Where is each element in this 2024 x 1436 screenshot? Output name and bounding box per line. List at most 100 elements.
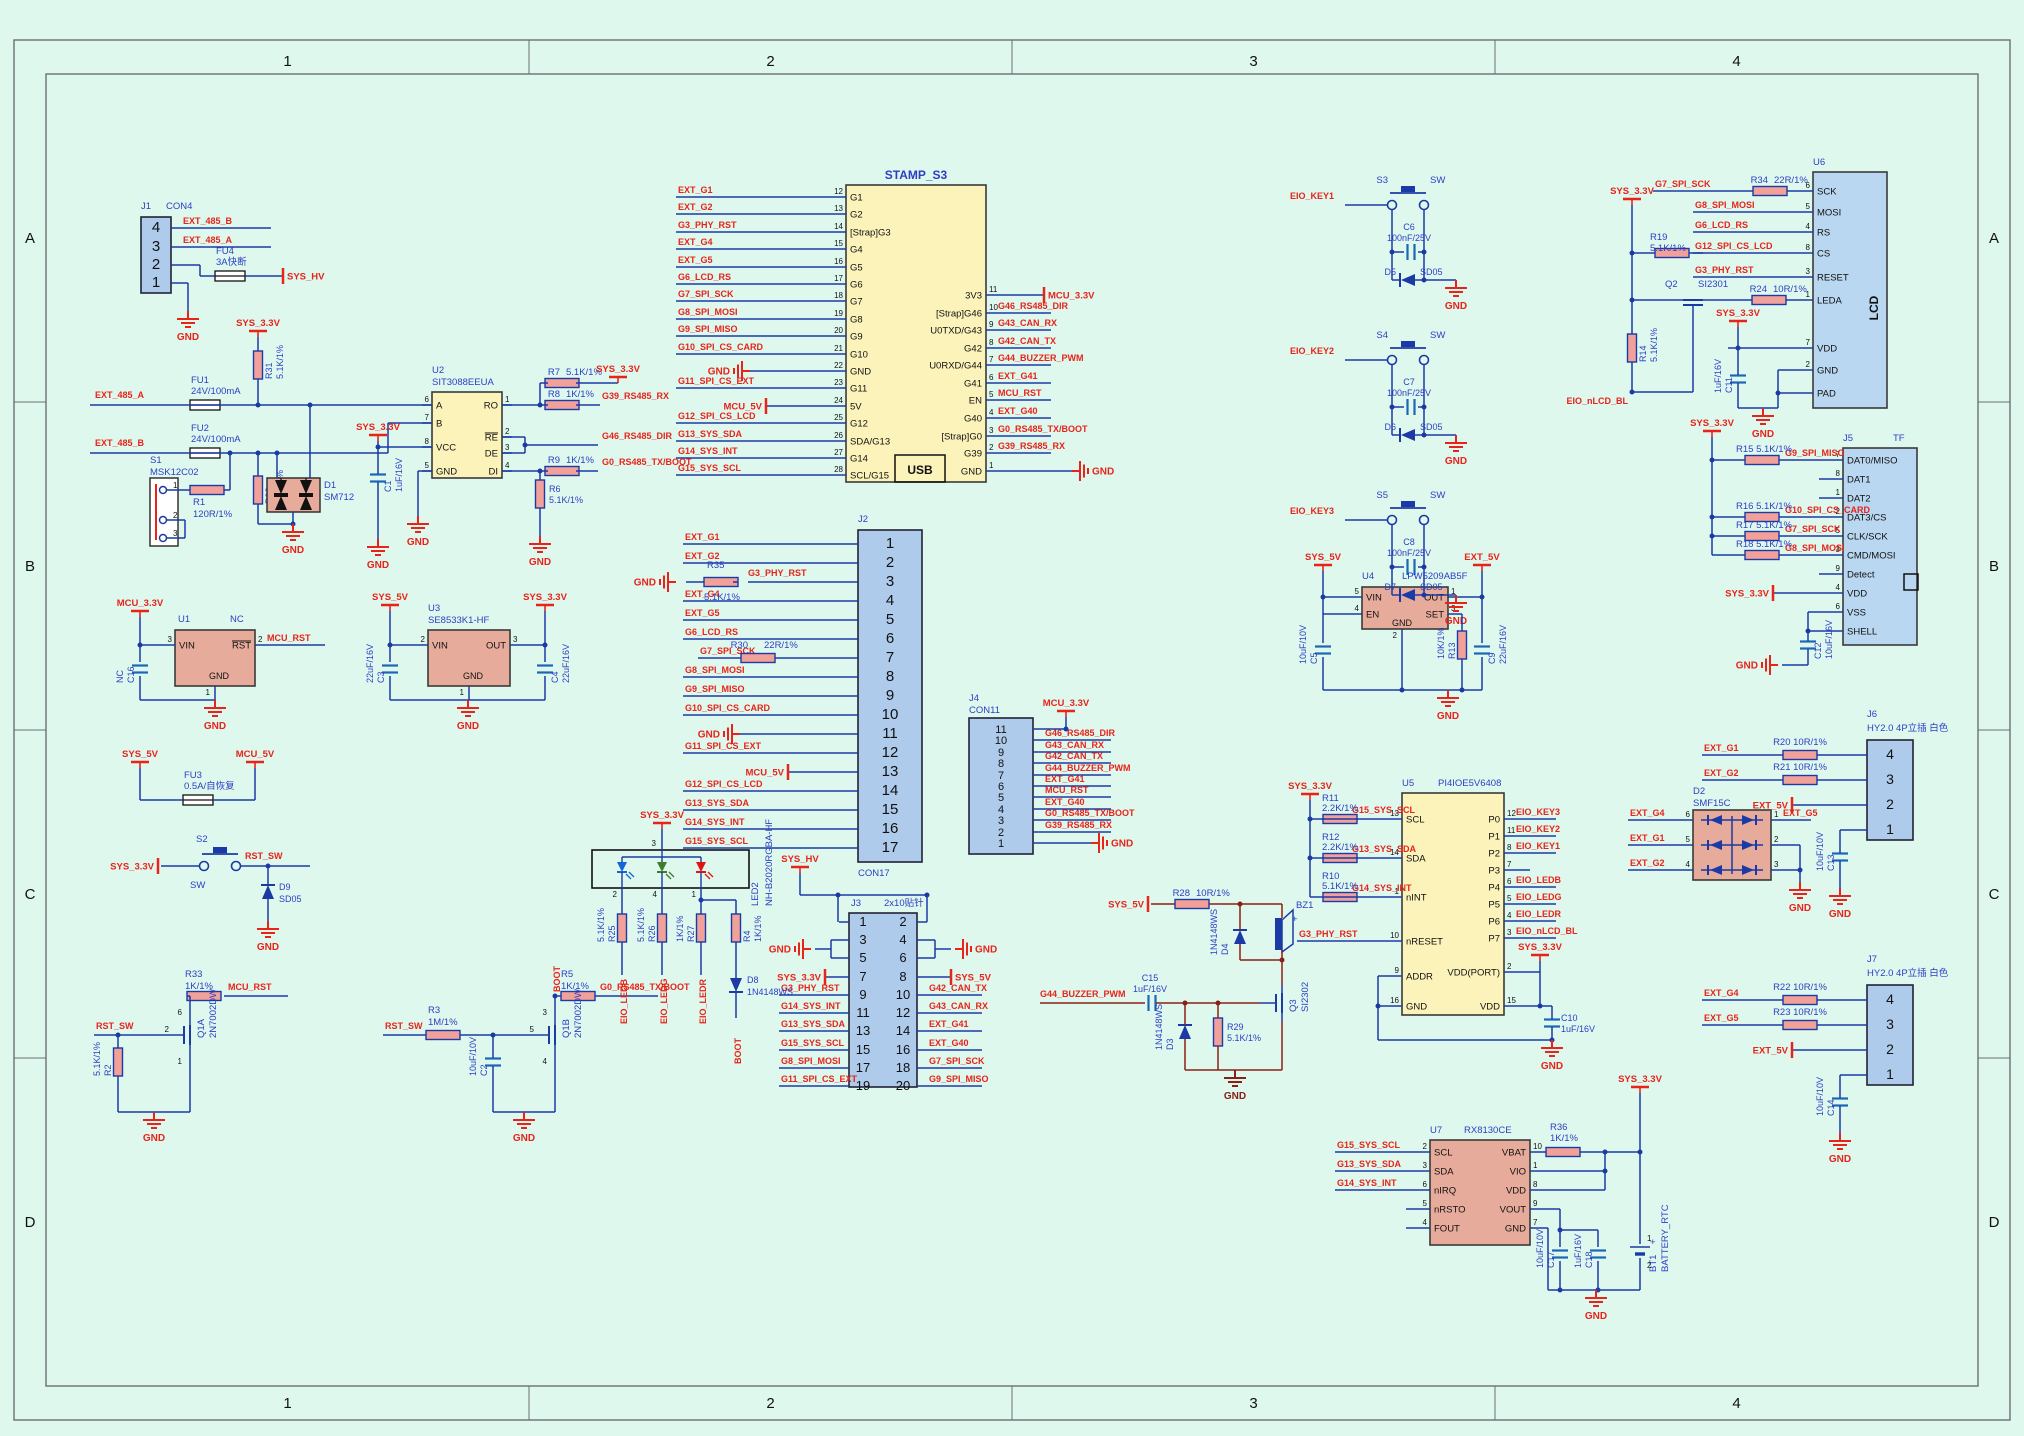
net-label: EIO_nLCD_BL (1566, 396, 1628, 406)
resistor (1782, 1019, 1818, 1031)
resistor (1782, 994, 1818, 1006)
u7-body (1429, 1139, 1531, 1246)
ref-label: R31 (264, 362, 274, 379)
value-label: SD05 (279, 894, 302, 904)
pin-number: 3 (652, 839, 657, 848)
switch (1418, 354, 1430, 366)
net-label: EXT_G1 (1630, 833, 1665, 843)
resistor (252, 475, 264, 505)
net-label: G3_PHY_RST (1695, 265, 1754, 275)
junction-dot (924, 892, 930, 898)
pin-number: 1 (1395, 887, 1400, 896)
ref-label: D3 (1165, 1038, 1175, 1050)
net-label: EXT_G4 (1704, 988, 1739, 998)
sheet-col-number: 4 (1732, 1395, 1740, 1412)
ref-label: R12 (1322, 832, 1339, 843)
value-label: 22uF/16V (365, 644, 375, 683)
junction-dot (1421, 432, 1427, 438)
ref-label: J1 (141, 201, 151, 212)
net-label: EIO_KEY3 (1290, 506, 1334, 516)
pin-name: USB (907, 463, 933, 477)
resistor (1174, 898, 1210, 910)
conn-pin-number: 1 (859, 914, 866, 929)
value-label: 5.1K/1% (566, 367, 602, 378)
pin-number: 5 (1507, 894, 1512, 903)
pin-name: [Strap]G46 (936, 309, 982, 320)
pin-name: 5V (850, 402, 862, 413)
power-label: SYS_5V (372, 592, 409, 603)
ref-label: R16 5.1K/1% (1736, 501, 1793, 512)
pin-name: EN (969, 396, 982, 407)
resistor (1212, 1017, 1224, 1047)
ref-label: Q3 (1288, 999, 1299, 1012)
pin-name: DAT3/CS (1847, 513, 1886, 524)
diode (1401, 589, 1415, 601)
pin-number: 7 (1836, 450, 1841, 459)
pin-name: VDD(PORT) (1447, 968, 1500, 979)
pin-number: 3 (1423, 1161, 1428, 1170)
diode (1401, 274, 1415, 286)
value-label: 1uF/16V (1573, 1234, 1583, 1268)
led2-body (591, 849, 750, 889)
u6-lcd-body (1812, 171, 1888, 409)
junction-dot (1399, 687, 1405, 693)
led-arrow (628, 871, 635, 878)
pin-number: 21 (834, 344, 843, 353)
pin-number: 2 (1774, 835, 1779, 844)
net-label: G3_PHY_RST (781, 983, 840, 993)
power-label: SYS_3.3V (777, 973, 821, 984)
gnd-label: GND (1111, 839, 1133, 850)
ref-label: C15 (1142, 973, 1159, 983)
value-label: 5.1K/1% (275, 345, 285, 379)
pin-number: 12 (834, 187, 843, 196)
ref-label: CON17 (858, 868, 890, 879)
pin-name: LEDA (1817, 296, 1842, 307)
conn-pin-number: 12 (896, 1005, 910, 1020)
pin-number: 3 (505, 443, 510, 452)
ref-label: J6 (1867, 709, 1877, 720)
ref-label: 1K/1% (185, 981, 214, 992)
value-label: SD05 (1420, 582, 1443, 592)
ref-label: R27 (686, 925, 696, 942)
pin-name: RESET (1817, 273, 1849, 284)
ref-label: 2N7002DW (573, 989, 584, 1038)
sheet-col-number: 1 (283, 1395, 291, 1412)
pin-name: B (436, 419, 442, 430)
pin-name: DE (485, 449, 498, 460)
ref-label: R29 (1227, 1022, 1244, 1032)
pin-name: VIN (179, 641, 195, 652)
switch-cap (1401, 501, 1415, 507)
ref-label: C5 (1309, 652, 1319, 664)
conn-pin-number: 9 (998, 747, 1004, 759)
gnd-label: GND (1736, 661, 1758, 672)
pin-name: [Strap]G3 (850, 228, 891, 239)
net-label: EIO_LEDG (659, 978, 669, 1024)
switch (1386, 199, 1398, 211)
ref-label: R20 10R/1% (1773, 737, 1827, 748)
ref-label: 1M/1% (428, 1017, 458, 1028)
gnd-label: GND (1829, 1154, 1851, 1165)
net-label: EXT_G41 (1045, 774, 1085, 784)
net-label: G14_SYS_INT (1337, 1178, 1397, 1188)
value-label: 1K/1% (566, 389, 595, 400)
net-label: EXT_485_A (95, 390, 145, 400)
led (617, 862, 627, 872)
ref-label: C9 (1487, 652, 1497, 664)
junction-dot (1629, 389, 1635, 395)
power-label: SYS_3.3V (356, 422, 400, 433)
pin-number: 1 (178, 1057, 183, 1066)
ref-label: BATTERY_RTC (1660, 1204, 1671, 1272)
diode (275, 496, 287, 510)
diode (300, 496, 312, 510)
pin-number: 10 (1533, 1142, 1542, 1151)
ref-label: HY2.0 4P立插 白色 (1867, 722, 1949, 734)
j5-tf-body (1842, 447, 1918, 646)
ref-label: 2.2K/1% (1322, 842, 1358, 853)
ref-label: C1 (383, 480, 393, 492)
pin-number: 9 (989, 320, 994, 329)
net-label: EIO_KEY1 (1516, 841, 1560, 851)
value-label: 10uF/10V (468, 1037, 478, 1076)
ref-label: NC (230, 614, 244, 625)
junction-dot (698, 897, 704, 903)
value-label: 1uF/16V (1561, 1024, 1595, 1034)
